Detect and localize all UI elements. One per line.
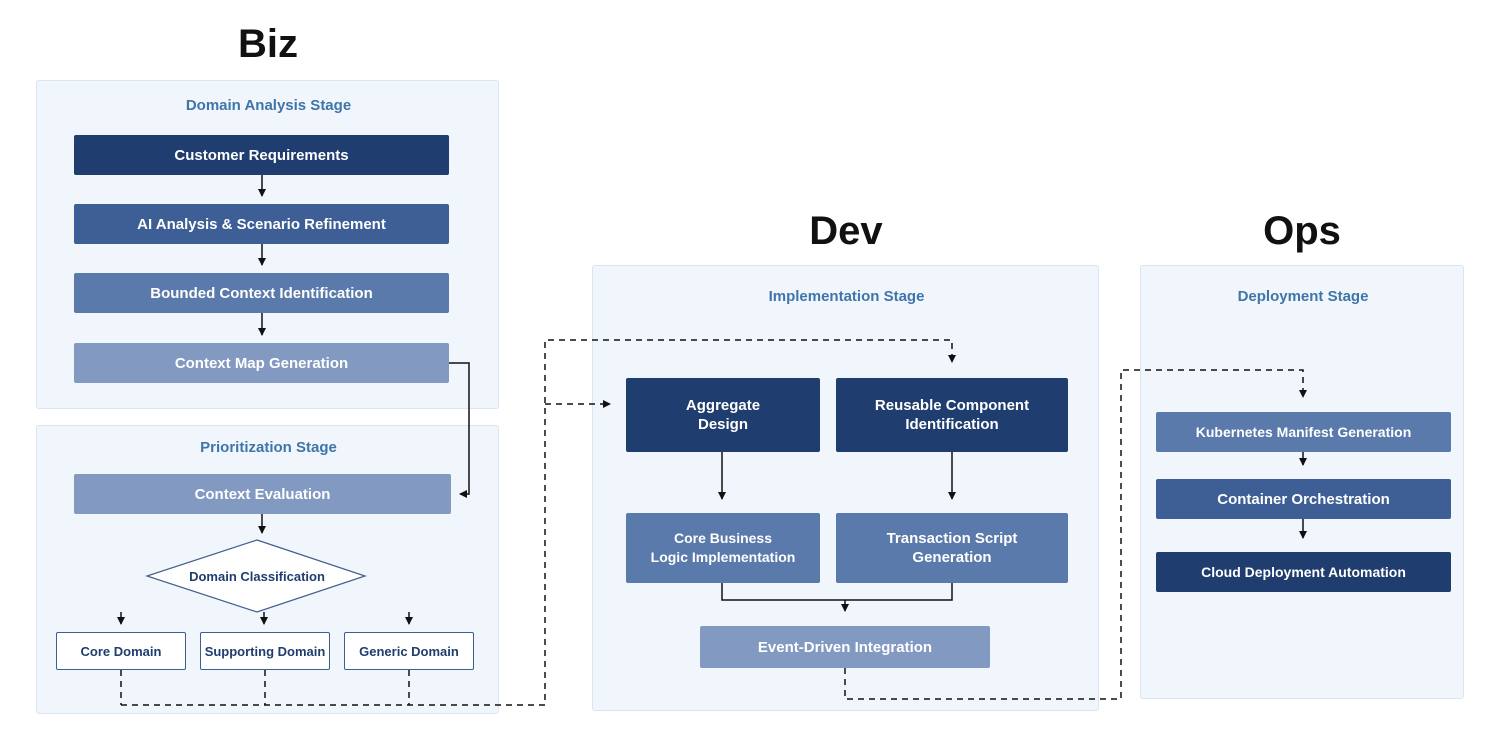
biz-column-title: Biz — [238, 22, 298, 66]
supporting-domain-box: Supporting Domain — [200, 632, 330, 670]
kubernetes-manifest-step: Kubernetes Manifest Generation — [1156, 412, 1451, 452]
stage-title: Implementation Stage — [768, 288, 925, 305]
event-driven-integration-step: Event-Driven Integration — [700, 626, 990, 668]
dev-column-title: Dev — [809, 209, 883, 253]
generic-domain-box: Generic Domain — [344, 632, 474, 670]
core-business-logic-step: Core Business Logic Implementation — [626, 513, 820, 583]
reusable-component-step: Reusable Component Identification — [836, 378, 1068, 452]
customer-requirements-step: Customer Requirements — [74, 135, 449, 175]
stage-title: Prioritization Stage — [200, 439, 337, 456]
context-map-step: Context Map Generation — [74, 343, 449, 383]
bounded-context-step: Bounded Context Identification — [74, 273, 449, 313]
ai-analysis-step: AI Analysis & Scenario Refinement — [74, 204, 449, 244]
core-domain-box: Core Domain — [56, 632, 186, 670]
context-evaluation-step: Context Evaluation — [74, 474, 451, 514]
stage-title: Deployment Stage — [1237, 288, 1369, 305]
domain-classification-diamond — [145, 539, 367, 613]
cloud-deployment-step: Cloud Deployment Automation — [1156, 552, 1451, 592]
aggregate-design-step: Aggregate Design — [626, 378, 820, 452]
transaction-script-step: Transaction Script Generation — [836, 513, 1068, 583]
domain-classification-label: Domain Classification — [189, 568, 325, 584]
container-orchestration-step: Container Orchestration — [1156, 479, 1451, 519]
stage-title: Domain Analysis Stage — [185, 97, 352, 114]
ops-column-title: Ops — [1263, 209, 1341, 253]
